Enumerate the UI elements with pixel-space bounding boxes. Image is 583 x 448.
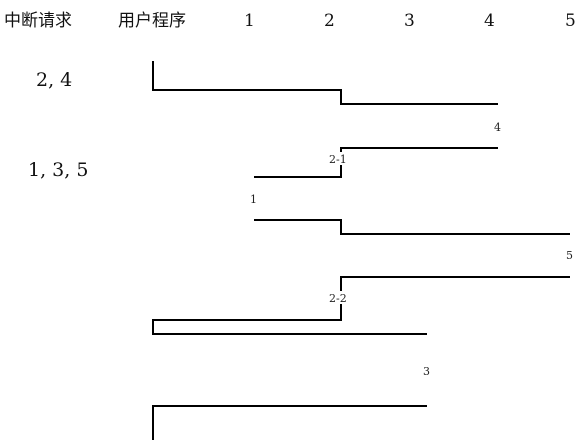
execution-trace-return-1: [254, 219, 570, 235]
request-label-1-3-5: 1, 3, 5: [28, 159, 88, 181]
level-3-header: 3: [404, 11, 415, 31]
isr-label-5: 5: [566, 249, 573, 262]
isr-label-2-2: 2-2: [329, 292, 347, 305]
user-program-header: 用户程序: [118, 11, 186, 31]
interrupt-requests-header: 中断请求: [4, 11, 72, 31]
execution-trace-return-5: [152, 276, 570, 335]
execution-trace: [152, 61, 498, 105]
request-label-2-4: 2, 4: [36, 69, 72, 91]
execution-trace-return-4: [254, 147, 498, 178]
isr-label-1: 1: [250, 193, 257, 206]
execution-trace-return-3: [152, 405, 427, 440]
level-4-header: 4: [484, 11, 495, 31]
isr-label-3: 3: [423, 365, 430, 378]
level-1-header: 1: [244, 11, 255, 31]
isr-label-2-1: 2-1: [329, 153, 347, 166]
isr-label-4: 4: [494, 121, 501, 134]
level-2-header: 2: [324, 11, 335, 31]
level-5-header: 5: [565, 11, 576, 31]
